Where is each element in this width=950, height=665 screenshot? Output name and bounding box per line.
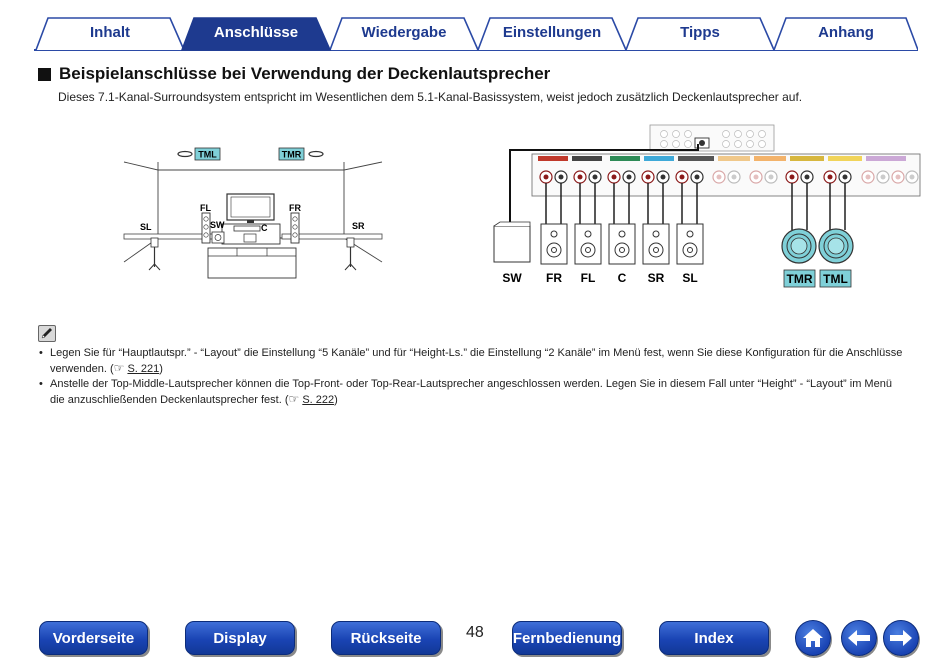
ceiling-speaker-tml-round-icon [818,228,854,264]
wiring-label-fr: FR [546,271,562,285]
section-heading: Beispielanschlüsse bei Verwendung der De… [38,64,550,84]
remote-control-button[interactable]: Fernbedienung [512,621,622,655]
room-label-tml: TML [198,150,217,160]
speaker-fr-icon [290,212,300,244]
speaker-c-box-icon [608,223,636,265]
forward-button[interactable] [883,620,919,656]
speaker-c-icon [233,225,261,232]
tab-shape-3 [329,17,479,51]
room-label-sw: SW [210,220,225,230]
ceiling-speaker-tml-icon: TML [177,147,221,161]
wiring-label-tmr: TMR [787,272,813,286]
pencil-icon [38,325,56,342]
speaker-fl-icon [201,212,211,244]
room-label-fr: FR [289,203,301,213]
tab-einstellungen[interactable]: Einstellungen [502,24,602,41]
room-label-c: C [261,223,268,233]
ceiling-speaker-tmr-icon: TMR [278,147,324,161]
note-item: Anstelle der Top-Middle-Lautsprecher kön… [38,377,908,407]
section-title: Beispielanschlüsse bei Verwendung der De… [59,64,551,83]
pointing-hand-icon: ☞ [288,391,300,406]
tab-anschluesse[interactable]: Anschlüsse [213,24,299,41]
reference-link[interactable]: S. 222 [302,393,335,406]
note-text: Anstelle der Top-Middle-Lautsprecher kön… [50,378,892,406]
tab-shapes [34,17,918,51]
ceiling-speaker-tmr-round-icon [781,228,817,264]
tab-tipps[interactable]: Tipps [680,24,720,41]
tab-anhang[interactable]: Anhang [818,24,874,41]
subwoofer-box-icon [493,221,531,263]
arrow-left-icon [848,630,870,646]
room-layout-diagram: TML TMR SL SR C SW [123,147,383,279]
speaker-sr-icon [344,237,357,271]
sofa-icon [207,247,297,279]
room-label-tmr: TMR [282,150,302,160]
front-panel-button[interactable]: Vorderseite [39,621,148,655]
wiring-diagram: SW FR FL C SR SL TMR TML [493,124,921,288]
tab-inhalt[interactable]: Inhalt [90,24,130,41]
wiring-label-fl: FL [581,271,596,285]
speaker-fl-box-icon [574,223,602,265]
note-item: Legen Sie für “Hauptlautspr.” - “Layout”… [38,346,908,376]
page-reference: (☞ S. 222) [284,391,338,406]
arrow-right-icon [890,630,912,646]
rear-panel-button[interactable]: Rückseite [331,621,441,655]
speaker-sl-icon [148,237,161,271]
tab-wiedergabe[interactable]: Wiedergabe [361,24,447,41]
wiring-label-tml: TML [823,272,848,286]
heading-square-icon [38,67,51,81]
tab-shape-4 [477,17,627,51]
home-icon [803,629,823,647]
index-button[interactable]: Index [659,621,769,655]
tv-icon [226,193,275,223]
note-text: Legen Sie für “Hauptlautspr.” - “Layout”… [50,347,903,375]
back-button[interactable] [841,620,877,656]
wiring-label-sw: SW [502,271,522,285]
reference-link[interactable]: S. 221 [127,362,160,375]
subwoofer-icon [211,231,225,244]
speaker-sl-box-icon [676,223,704,265]
wiring-label-sr: SR [648,271,665,285]
pointing-hand-icon: ☞ [113,360,125,375]
room-label-fl: FL [200,203,211,213]
notes-list: Legen Sie für “Hauptlautspr.” - “Layout”… [38,346,908,408]
tab-shape-2-active [180,17,332,51]
page-reference: (☞ S. 221) [109,360,163,375]
home-button[interactable] [795,620,831,656]
tab-shape-6 [773,17,918,51]
speaker-terminals [539,170,919,184]
wiring-label-c: C [618,271,627,285]
tab-shape-5 [625,17,775,51]
page-number: 48 [466,624,484,641]
section-subtitle: Dieses 7.1-Kanal-Surroundsystem entspric… [58,90,803,104]
tab-shape-1 [35,17,185,51]
room-label-sr: SR [352,221,365,231]
tab-bar: Inhalt Anschlüsse Wiedergabe Einstellung… [34,16,918,52]
speaker-fr-box-icon [540,223,568,265]
room-label-sl: SL [140,222,152,232]
wiring-label-sl: SL [682,271,697,285]
speaker-sr-box-icon [642,223,670,265]
display-button[interactable]: Display [185,621,295,655]
